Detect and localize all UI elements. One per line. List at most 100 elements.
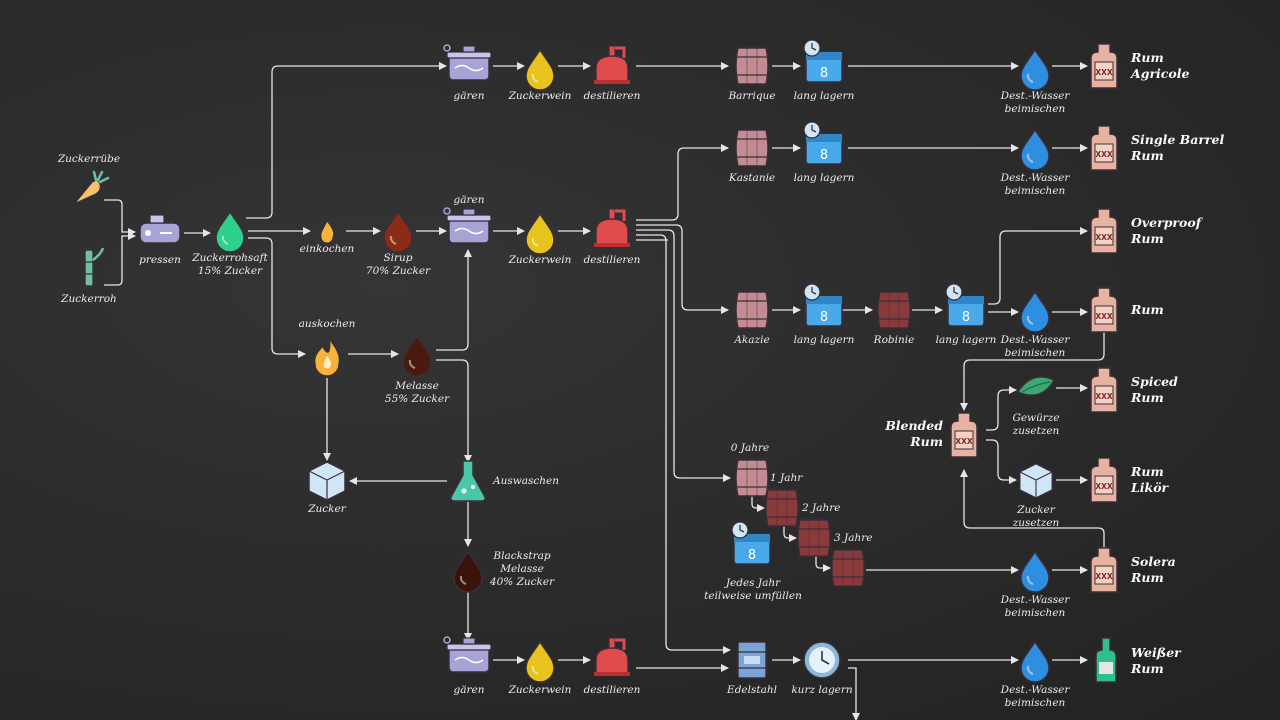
still-icon [594, 208, 630, 247]
label-edelstahl: Edelstahl [727, 684, 777, 696]
product-rum-agricole: Rum Agricole [1131, 50, 1190, 81]
label-jahre-0: 0 Jahre [730, 442, 770, 454]
label-gaeren-bot: gären [453, 684, 485, 696]
fermenter-icon [443, 44, 492, 81]
label-destillieren-top: destilieren [583, 90, 641, 102]
label-gaeren-top: gären [453, 90, 485, 102]
bottle-icon: XXX [1090, 287, 1118, 333]
fermenter-icon [443, 207, 492, 244]
flow-arrow [104, 232, 136, 286]
product-weisser-rum: Weißer Rum [1131, 645, 1181, 676]
label-dest-wasser-5: Dest.-Wasser beimischen [1000, 684, 1070, 710]
label-auskochen: auskochen [298, 318, 356, 330]
flow-arrow [783, 526, 797, 542]
wine-drop-icon [525, 212, 555, 255]
label-akazie: Akazie [734, 334, 770, 346]
label-robinie: Robinie [873, 334, 915, 346]
flow-arrow [636, 224, 729, 314]
product-rum-likoer: Rum Likör [1131, 464, 1169, 495]
label-kurz-lagern: kurz lagern [791, 684, 853, 696]
label-dest-wasser-2: Dest.-Wasser beimischen [1000, 172, 1070, 198]
flow-arrow [848, 667, 860, 720]
syrup-drop-icon [453, 550, 483, 593]
label-lang-lagern-1: lang lagern [793, 90, 855, 102]
calendar-icon: 8 [803, 283, 843, 327]
bottle-icon: XXX [1090, 43, 1118, 89]
juice-drop-icon [215, 210, 245, 253]
flow-arrow [246, 62, 447, 219]
herb-icon [1016, 376, 1055, 396]
water-drop-icon [1020, 640, 1050, 683]
label-destillieren-mid: destilieren [583, 254, 641, 266]
flow-arrow [751, 496, 765, 512]
label-zuckerrohsaft: Zuckerrohsaft 15% Zucker [192, 252, 268, 278]
sugar-cube-icon [308, 461, 346, 501]
carrot-icon [73, 170, 110, 205]
svg-text:8: 8 [820, 148, 828, 163]
label-jedes-jahr: Jedes Jahr teilweise umfüllen [704, 577, 802, 603]
wine-drop-icon [525, 640, 555, 683]
water-drop-icon [1020, 290, 1050, 333]
press-icon [139, 214, 181, 244]
flow-arrow [960, 469, 1105, 552]
flow-arrow [815, 556, 831, 572]
bottle-icon: XXX [950, 412, 978, 458]
syrup-drop-icon [402, 334, 432, 377]
bottle-icon: XXX [1090, 125, 1118, 171]
label-blackstrap: Blackstrap Melasse 40% Zucker [489, 550, 555, 589]
label-einkochen: einkochen [299, 243, 355, 255]
label-gaeren-mid: gären [453, 194, 485, 206]
svg-text:XXX: XXX [1095, 572, 1113, 581]
label-zucker: Zucker [308, 503, 346, 515]
barrel-icon [765, 489, 799, 527]
sugarcane-icon [84, 247, 105, 287]
svg-text:XXX: XXX [1095, 150, 1113, 159]
calendar-icon: 8 [803, 121, 843, 165]
calendar-icon: 8 [803, 39, 843, 83]
svg-text:8: 8 [820, 66, 828, 81]
still-icon [594, 45, 630, 84]
product-blended-rum: Blended Rum [885, 418, 943, 449]
flow-arrow [636, 234, 731, 654]
label-jahre-3: 3 Jahre [834, 532, 873, 544]
flow-arrow [960, 330, 1105, 411]
flow-arrow [636, 144, 729, 221]
barrel-icon [735, 129, 769, 167]
label-lang-lagern-2: lang lagern [793, 172, 855, 184]
flow-arrow [248, 237, 306, 358]
bottle-icon: XXX [1090, 457, 1118, 503]
svg-text:8: 8 [748, 548, 756, 563]
label-barrique: Barrique [728, 90, 776, 102]
label-gewuerze: Gewürze zusetzen [1012, 412, 1060, 438]
water-drop-icon [1020, 550, 1050, 593]
calendar-icon: 8 [731, 521, 771, 565]
svg-text:XXX: XXX [1095, 68, 1113, 77]
label-dest-wasser-3: Dest.-Wasser beimischen [1000, 334, 1070, 360]
bottle-icon: XXX [1090, 547, 1118, 593]
svg-text:XXX: XXX [955, 437, 973, 446]
calendar-icon: 8 [945, 283, 985, 327]
flow-arrow [104, 199, 136, 236]
barrel-icon [735, 459, 769, 497]
label-zuckerwein-mid: Zuckerwein [508, 254, 572, 266]
label-auswaschen: Auswaschen [493, 475, 559, 487]
svg-text:XXX: XXX [1095, 233, 1113, 242]
label-zucker-zusetzen: Zucker zusetzen [1012, 504, 1060, 530]
product-rum: Rum [1131, 302, 1164, 317]
label-melasse: Melasse 55% Zucker [384, 380, 450, 406]
svg-text:XXX: XXX [1095, 392, 1113, 401]
product-solera-rum: Solera Rum [1131, 554, 1176, 585]
label-zuckerrohr: Zuckerroh [61, 293, 117, 305]
label-jahre-2: 2 Jahre [802, 502, 841, 514]
barrel-icon [831, 549, 865, 587]
syrup-drop-icon [383, 210, 413, 253]
label-destillieren-bot: destilieren [583, 684, 641, 696]
label-dest-wasser-1: Dest.-Wasser beimischen [1000, 90, 1070, 116]
flow-arrow [436, 249, 472, 351]
barrel-icon [797, 519, 831, 557]
label-kastanie: Kastanie [728, 172, 776, 184]
label-dest-wasser-4: Dest.-Wasser beimischen [1000, 594, 1070, 620]
svg-text:XXX: XXX [1095, 482, 1113, 491]
steel-tank-icon [737, 641, 767, 679]
